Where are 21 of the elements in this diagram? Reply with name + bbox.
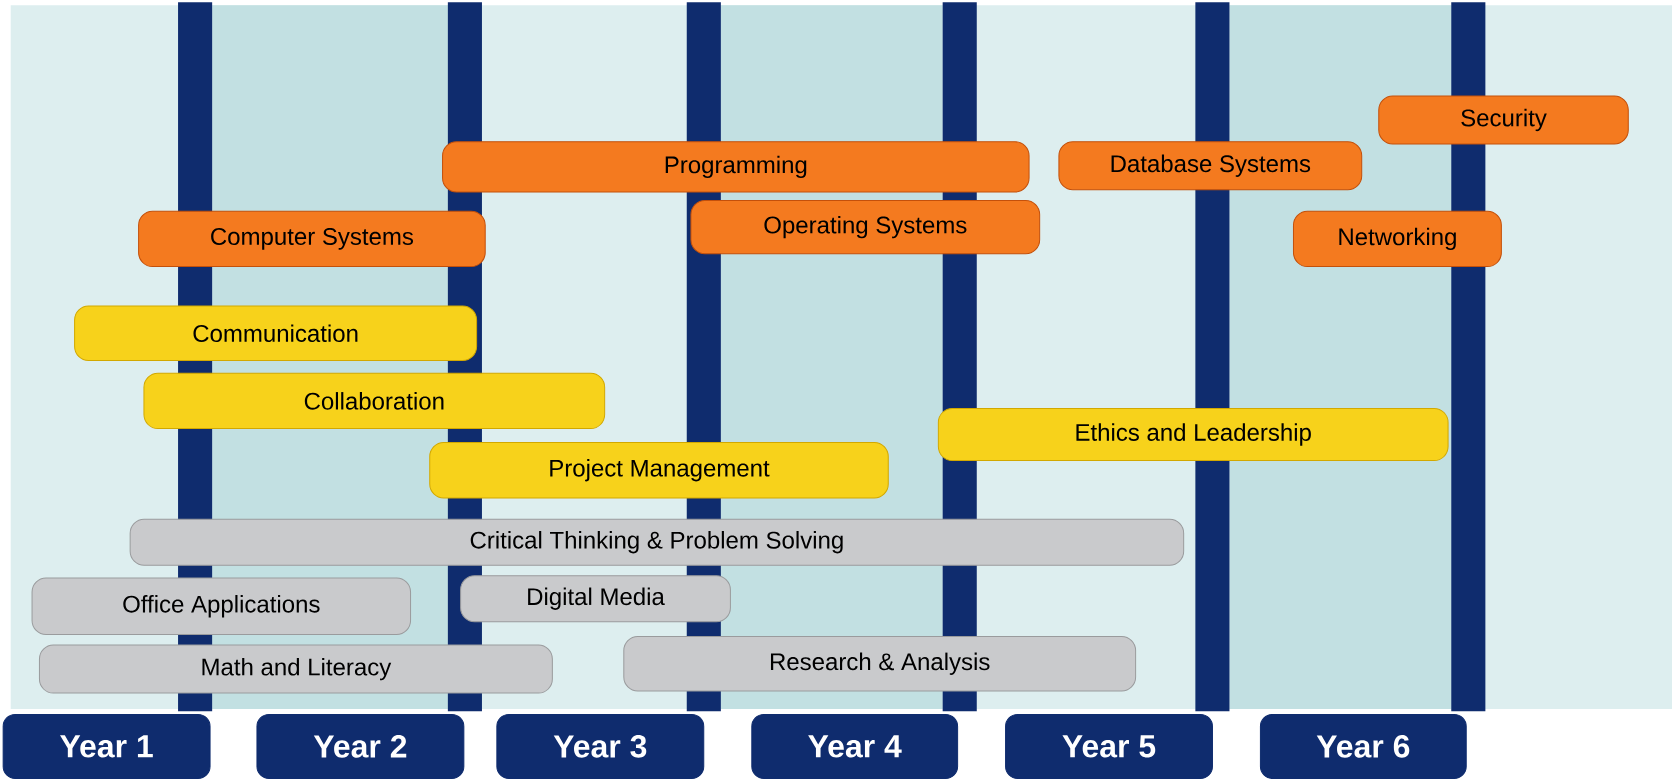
pill: Project Management xyxy=(429,442,889,499)
pill: Research & Analysis xyxy=(623,636,1137,692)
pill: Operating Systems xyxy=(690,199,1041,255)
year-box: Year 3 xyxy=(496,713,705,779)
pill: Collaboration xyxy=(143,372,606,430)
year-box: Year 5 xyxy=(1005,713,1213,779)
pill: Math and Literacy xyxy=(38,644,553,694)
pill: Communication xyxy=(74,305,478,361)
year-box: Year 2 xyxy=(256,713,465,779)
year-box: Year 4 xyxy=(751,713,959,779)
pill: Security xyxy=(1378,95,1629,145)
pill: Database Systems xyxy=(1058,141,1363,191)
pill: Ethics and Leadership xyxy=(937,407,1449,462)
year-box: Year 1 xyxy=(2,713,211,779)
year-box: Year 6 xyxy=(1259,713,1467,779)
pill: Programming xyxy=(442,141,1030,193)
pill: Critical Thinking & Problem Solving xyxy=(129,518,1185,566)
pill: Office Applications xyxy=(31,577,412,635)
pill: Digital Media xyxy=(460,575,731,623)
pill: Networking xyxy=(1292,210,1502,268)
pill: Computer Systems xyxy=(138,210,486,268)
